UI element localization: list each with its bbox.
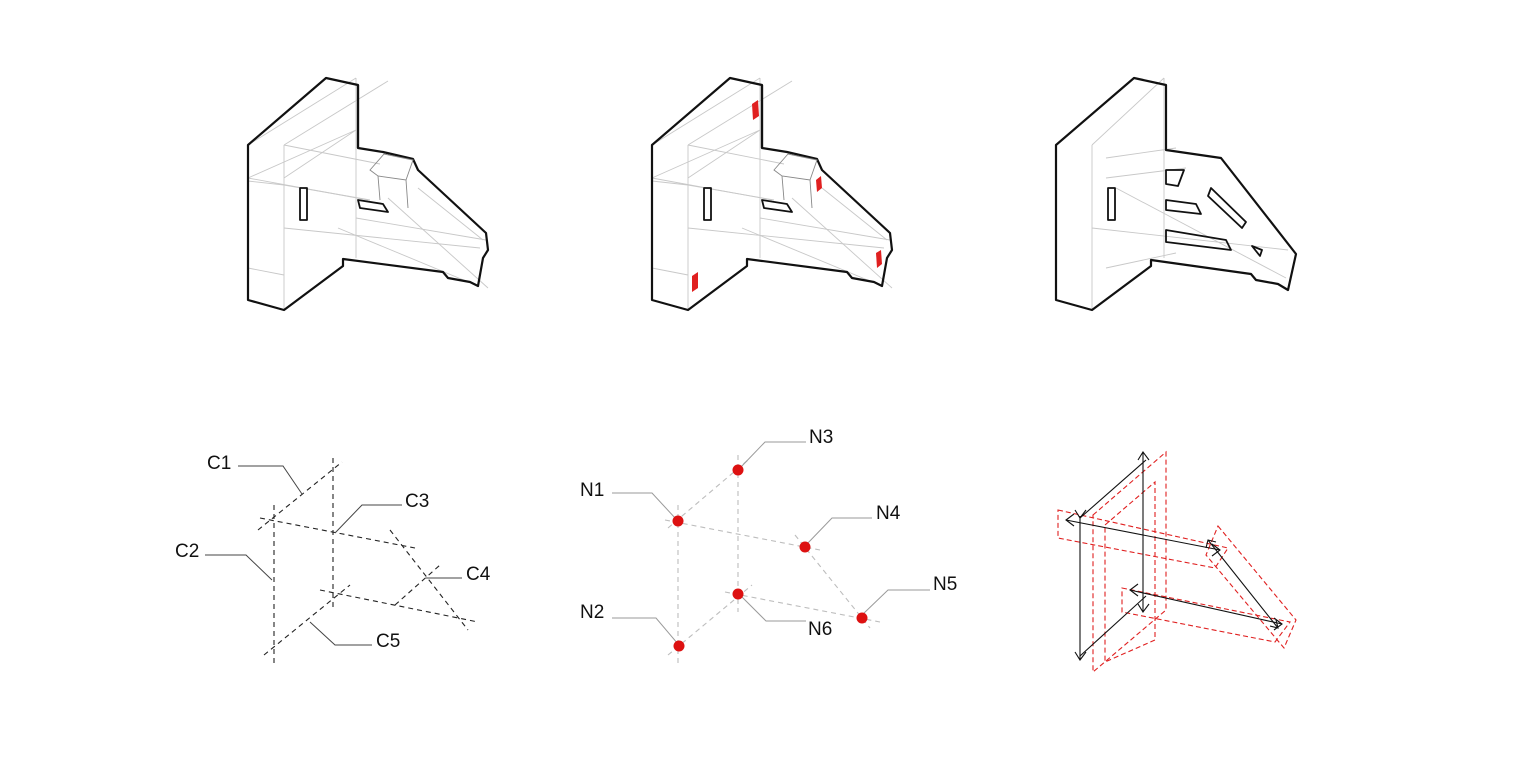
plane-diagonal	[1205, 524, 1297, 650]
curve-diagram: C1 C2 C3 C4 C5	[175, 453, 491, 665]
leader-n2	[612, 617, 679, 645]
curve-c4-line	[319, 589, 479, 623]
curve-c5-line	[263, 584, 351, 656]
leader-c3	[334, 504, 402, 534]
node-diagram: N1 N2 N3 N4 N5 N6	[580, 427, 957, 665]
marked-bracket-panel	[650, 76, 894, 312]
label-c1: C1	[207, 453, 231, 474]
label-n2: N2	[580, 602, 604, 623]
label-n4: N4	[876, 503, 901, 524]
plane-upper-beam	[1057, 509, 1229, 569]
solid-bracket-panel	[246, 76, 490, 312]
label-c2: C2	[175, 541, 199, 562]
dim-top-diagonal	[1079, 459, 1147, 519]
label-n5: N5	[933, 574, 957, 595]
dim-bottom-diagonal	[1079, 595, 1147, 657]
dim-lower-beam	[1129, 589, 1283, 625]
curve-diag-1	[389, 529, 469, 631]
node-marker-right	[876, 250, 882, 268]
node-n5	[856, 612, 868, 624]
node-marker-middle	[816, 176, 822, 192]
node-n6	[732, 588, 744, 600]
node-n3	[732, 464, 744, 476]
leader-n4	[805, 517, 872, 546]
label-n1: N1	[580, 480, 604, 501]
curve-c1-line	[257, 461, 343, 531]
leader-n3	[739, 441, 806, 469]
label-c3: C3	[405, 491, 429, 512]
leader-c2	[205, 554, 273, 581]
node-n4	[799, 541, 811, 553]
label-n3: N3	[809, 427, 833, 448]
label-c4: C4	[466, 564, 491, 585]
node-n2	[673, 640, 685, 652]
plane-lower-beam	[1121, 587, 1291, 643]
label-n6: N6	[808, 619, 832, 640]
dim-arrowheads	[1065, 451, 1283, 661]
node-n1	[672, 515, 684, 527]
frame-diagram	[1057, 450, 1297, 674]
label-c5: C5	[376, 631, 400, 652]
dim-diagonal-brace	[1207, 539, 1279, 629]
leader-n5	[861, 589, 930, 616]
leader-c5	[309, 621, 372, 646]
node-marker-bottom	[692, 272, 698, 292]
bracket-marked	[650, 76, 894, 312]
node-marker-top	[752, 100, 759, 120]
leader-n1	[612, 492, 677, 520]
leader-n6	[739, 594, 806, 622]
hollow-bracket-panel	[1054, 76, 1298, 312]
plane-vertical-a	[1092, 450, 1167, 674]
leader-c1	[238, 465, 303, 495]
bracket-solid	[246, 76, 490, 312]
plane-vertical-b	[1104, 480, 1156, 663]
dim-upper-beam	[1065, 519, 1221, 551]
curve-diag-2	[394, 564, 441, 606]
